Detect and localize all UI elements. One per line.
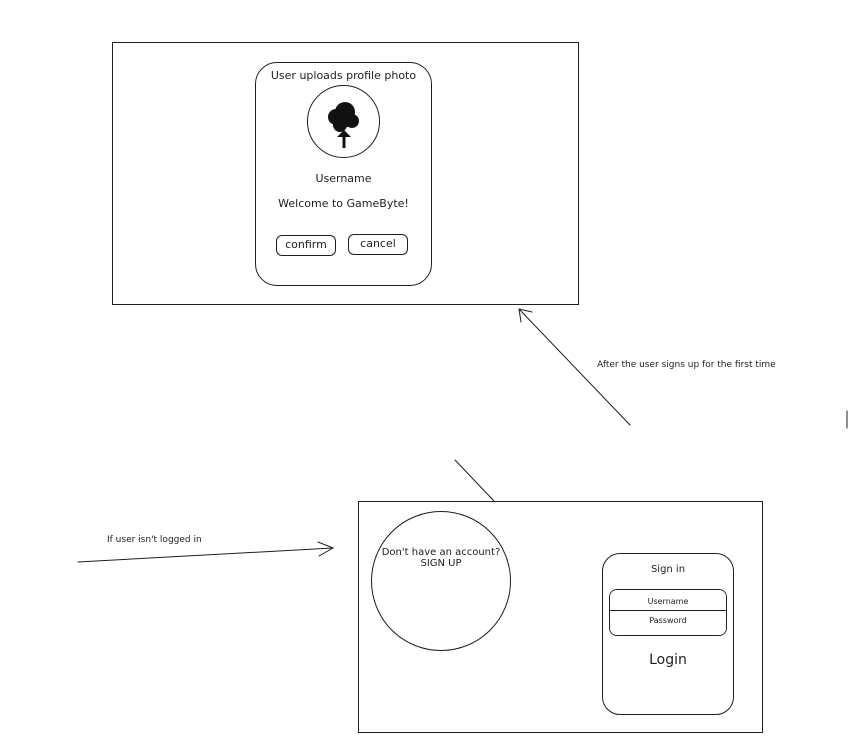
- cancel-button[interactable]: cancel: [348, 234, 408, 255]
- confirm-button[interactable]: confirm: [276, 235, 336, 256]
- login-button[interactable]: Login: [649, 652, 687, 668]
- credentials-box: Username Password: [609, 589, 727, 636]
- login-frame-connector: [454, 459, 495, 502]
- after-signup-arrowhead: [518, 308, 533, 323]
- not-logged-in-annotation: If user isn't logged in: [107, 535, 202, 545]
- welcome-message: Welcome to GameByte!: [278, 197, 409, 210]
- after-signup-annotation: After the user signs up for the first ti…: [597, 360, 776, 370]
- sign-in-title: Sign in: [650, 564, 686, 575]
- signup-link[interactable]: SIGN UP: [420, 558, 462, 569]
- profile-photo-upload[interactable]: [307, 85, 380, 158]
- password-field[interactable]: Password: [610, 611, 726, 635]
- not-logged-in-arrowhead: [317, 541, 335, 557]
- cloud-upload-icon: [328, 102, 359, 148]
- signup-circle[interactable]: [371, 511, 511, 651]
- signup-prompt: Don't have an account?: [381, 547, 501, 558]
- profile-upload-title: User uploads profile photo: [270, 69, 417, 82]
- username-field[interactable]: Username: [610, 590, 726, 611]
- not-logged-in-arrow: [77, 547, 334, 563]
- profile-username: Username: [315, 172, 372, 185]
